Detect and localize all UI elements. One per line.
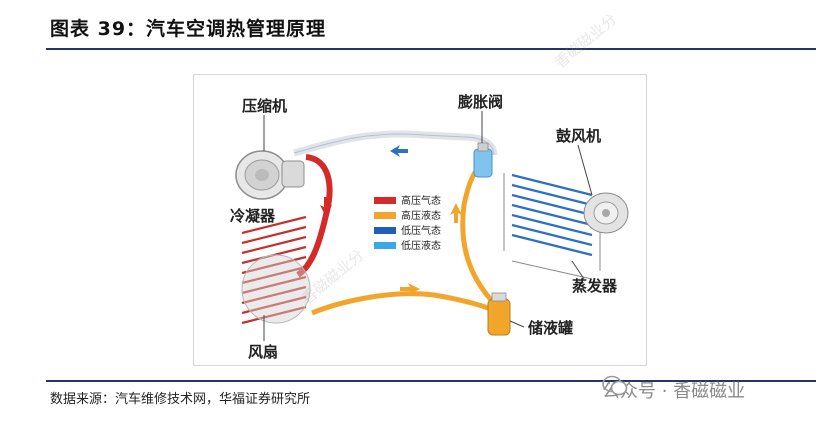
receiver-drier-icon — [487, 292, 511, 336]
watermark-faint-top: 香磁磁业分 — [551, 9, 621, 72]
label-receiver-drier: 储液罐 — [528, 319, 573, 337]
arrow-icon — [450, 203, 462, 223]
arrow-icon — [400, 283, 420, 295]
arrow-icon — [320, 197, 332, 217]
legend-label-low-gas: 低压气态 — [401, 224, 441, 237]
evaporator-icon — [503, 173, 601, 280]
source-note: 数据来源：汽车维修技术网，华福证券研究所 — [50, 392, 311, 407]
legend-swatch-low-gas — [374, 227, 396, 234]
wechat-icon — [602, 375, 628, 396]
ac-circuit-diagram: 高压气态 高压液态 低压气态 低压液态 压缩机 膨胀阀 鼓风机 冷凝器 蒸发器 … — [230, 93, 629, 361]
low-pressure-gas-line-edge — [293, 133, 495, 156]
wechat-watermark: 公众号 · 香磁磁业 — [602, 375, 745, 405]
page-title: 图表 39：汽车空调热管理原理 — [50, 18, 327, 40]
label-fan: 风扇 — [248, 343, 278, 361]
blower-icon — [583, 192, 629, 234]
legend-swatch-low-liquid — [374, 242, 396, 249]
legend-label-high-liquid: 高压液态 — [401, 209, 441, 222]
bottom-rule — [46, 380, 816, 382]
leader-line-blower — [577, 144, 593, 196]
compressor-icon — [235, 150, 305, 200]
label-expansion-valve: 膨胀阀 — [458, 93, 503, 111]
leader-line-evaporator — [571, 260, 585, 280]
condenser-icon — [241, 215, 311, 325]
high-pressure-liquid-line-b — [460, 162, 494, 303]
legend-swatch-high-liquid — [374, 212, 396, 219]
legend: 高压气态 高压液态 低压气态 低压液态 — [374, 194, 441, 252]
legend-swatch-high-gas — [374, 197, 396, 204]
label-evaporator: 蒸发器 — [572, 277, 618, 295]
wechat-account-text: 公众号 · 香磁磁业 — [602, 381, 746, 402]
legend-label-high-gas: 高压气态 — [401, 194, 441, 207]
expansion-valve-icon — [473, 142, 493, 178]
label-compressor: 压缩机 — [242, 97, 287, 115]
top-rule — [46, 48, 816, 50]
high-pressure-liquid-line-a — [311, 291, 501, 316]
arrow-icon — [390, 145, 408, 157]
diagram-frame: 高压气态 高压液态 低压气态 低压液态 压缩机 膨胀阀 鼓风机 冷凝器 蒸发器 … — [193, 74, 647, 366]
label-condenser: 冷凝器 — [230, 207, 276, 225]
fan-icon — [241, 254, 311, 324]
leader-line-receiver — [509, 320, 525, 328]
legend-label-low-liquid: 低压液态 — [401, 239, 441, 252]
label-blower: 鼓风机 — [556, 127, 601, 145]
